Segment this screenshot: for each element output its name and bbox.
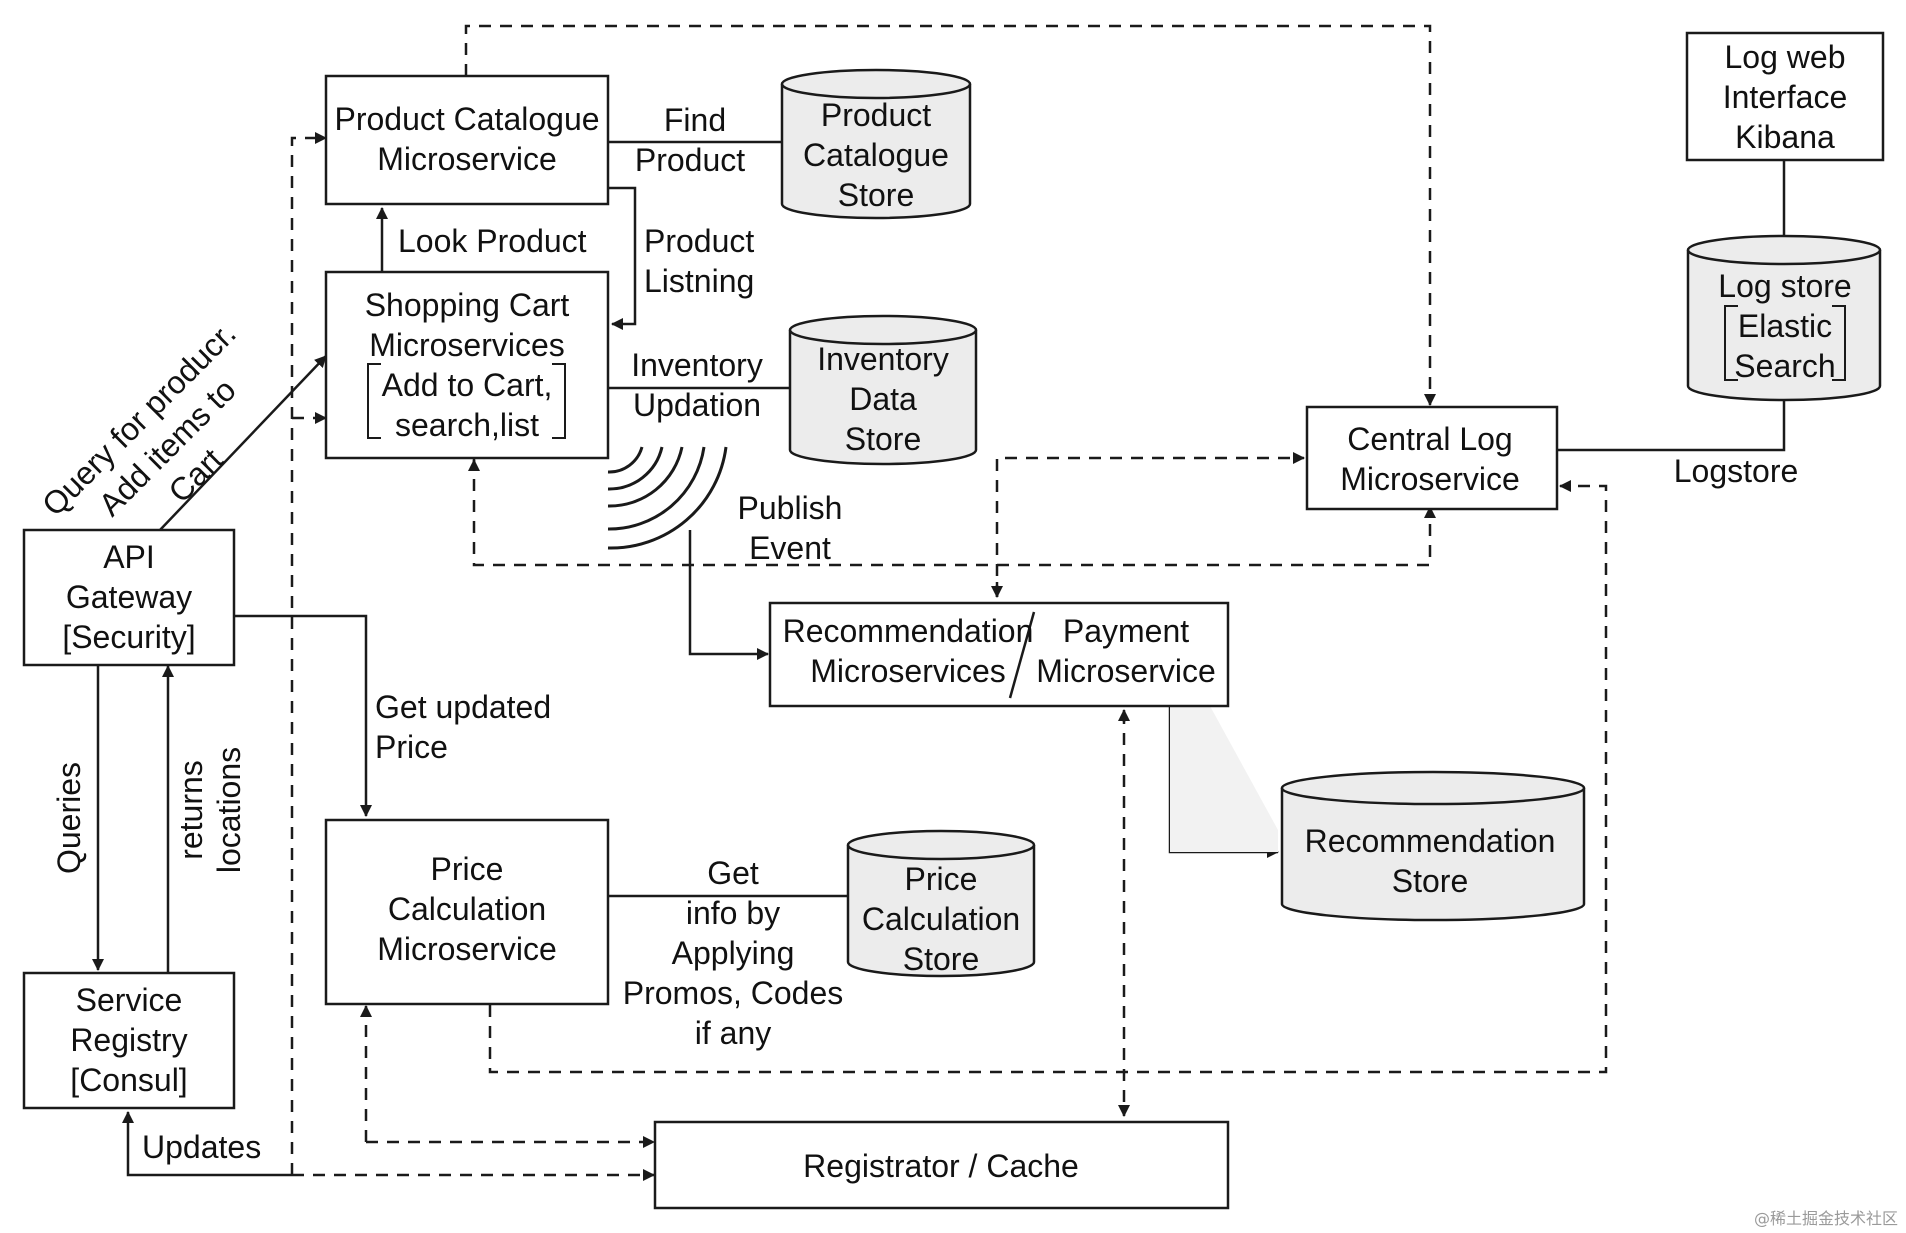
find-product-label-2: Product bbox=[635, 142, 745, 178]
product-store-line3: Store bbox=[838, 177, 914, 213]
get-info-label-4: Promos, Codes bbox=[623, 975, 844, 1011]
price-calculation-microservice: Price Calculation Microservice bbox=[324, 818, 610, 1006]
inventory-store-line3: Store bbox=[845, 421, 921, 457]
shopping-cart-ms-line2: Microservices bbox=[369, 327, 565, 363]
cart-ops-bracket-right bbox=[552, 363, 566, 439]
central-log-line1: Central Log bbox=[1347, 421, 1512, 457]
cart-ops-line2: search,list bbox=[395, 407, 539, 443]
inventory-store-line2: Data bbox=[849, 381, 917, 417]
get-info-label-3: Applying bbox=[672, 935, 795, 971]
api-gateway-line2: Gateway bbox=[66, 579, 192, 615]
queries-label: Queries bbox=[51, 762, 87, 874]
get-updated-price-label-1: Get updated bbox=[375, 689, 551, 725]
payment-ms-line2: Microservice bbox=[1036, 653, 1216, 689]
updates-arrow bbox=[122, 1111, 292, 1177]
price-calc-ms-line1: Price bbox=[431, 851, 504, 887]
watermark: @稀土掘金技术社区 bbox=[1754, 1209, 1898, 1228]
price-store-line3: Store bbox=[903, 941, 979, 977]
cart-ops-bracket-left bbox=[367, 363, 381, 439]
api-gateway-line3: [Security] bbox=[62, 619, 195, 655]
catalogue-to-log-dashed bbox=[464, 24, 1436, 406]
service-registry: Service Registry [Consul] bbox=[22, 971, 236, 1110]
central-log-microservice: Central Log Microservice bbox=[1305, 405, 1559, 511]
price-calc-ms-line2: Calculation bbox=[388, 891, 546, 927]
find-product-label-1: Find bbox=[664, 102, 726, 138]
kibana-line3: Kibana bbox=[1735, 119, 1835, 155]
recommendation-payment-divider bbox=[1008, 611, 1036, 699]
product-listing-label-1: Product bbox=[644, 223, 754, 259]
cart-ops-line1: Add to Cart, bbox=[382, 367, 553, 403]
elastic-line2: Search bbox=[1734, 348, 1835, 384]
api-to-cart-arrow bbox=[159, 355, 327, 531]
api-gateway-line1: API bbox=[103, 539, 155, 575]
get-updated-price-label-2: Price bbox=[375, 729, 448, 765]
kibana-line2: Interface bbox=[1723, 79, 1848, 115]
service-registry-line3: [Consul] bbox=[70, 1062, 187, 1098]
log-store-label: Log store bbox=[1718, 268, 1851, 304]
recommendation-payment-microservices: Recommendation Microservices Payment Mic… bbox=[768, 601, 1230, 708]
service-registry-line1: Service bbox=[76, 982, 183, 1018]
kibana-line1: Log web bbox=[1725, 39, 1846, 75]
log-web-interface-kibana: Log web Interface Kibana bbox=[1685, 31, 1885, 162]
registrator-trunk-dashed bbox=[290, 132, 327, 1175]
get-updated-price-arrow bbox=[234, 614, 372, 817]
look-product-label: Look Product bbox=[398, 223, 587, 259]
product-catalogue-ms-line2: Microservice bbox=[377, 141, 557, 177]
publish-event-label-1: Publish bbox=[738, 490, 843, 526]
publish-event-icon bbox=[607, 446, 728, 550]
service-registry-line2: Registry bbox=[70, 1022, 187, 1058]
inventory-store-line1: Inventory bbox=[817, 341, 949, 377]
updates-label: Updates bbox=[142, 1129, 261, 1165]
elastic-bracket-right bbox=[1832, 305, 1846, 381]
product-catalogue-microservice: Product Catalogue Microservice bbox=[324, 74, 610, 206]
inventory-updation-label-2: Updation bbox=[633, 387, 761, 423]
returns-locations-label-1: returns bbox=[173, 760, 209, 860]
shopping-cart-ms-line1: Shopping Cart bbox=[365, 287, 570, 323]
recommendation-ms-line2: Microservices bbox=[810, 653, 1006, 689]
product-store-line1: Product bbox=[821, 97, 931, 133]
elastic-bracket-left bbox=[1724, 305, 1738, 381]
payment-ms-line1: Payment bbox=[1063, 613, 1189, 649]
shopping-cart-microservices: Shopping Cart Microservices Add to Cart,… bbox=[324, 270, 610, 460]
product-listing-arrow bbox=[608, 186, 637, 330]
recommendation-log-dashed bbox=[995, 452, 1305, 597]
price-calculation-store: Price Calculation Store bbox=[846, 829, 1036, 978]
inventory-data-store: Inventory Data Store bbox=[788, 314, 978, 466]
publish-event-arrow bbox=[688, 530, 769, 660]
recommendation-store: Recommendation Store bbox=[1280, 770, 1586, 922]
price-calc-ms-line3: Microservice bbox=[377, 931, 557, 967]
recommendation-shadow bbox=[1170, 706, 1278, 852]
product-listing-label-2: Listning bbox=[644, 263, 754, 299]
connectors bbox=[92, 24, 1786, 1181]
inventory-updation-label-1: Inventory bbox=[631, 347, 763, 383]
product-catalogue-ms-line1: Product Catalogue bbox=[334, 101, 599, 137]
product-catalogue-store: Product Catalogue Store bbox=[780, 68, 972, 220]
product-store-line2: Catalogue bbox=[803, 137, 949, 173]
get-info-label-5: if any bbox=[695, 1015, 771, 1051]
get-info-label-2: info by bbox=[686, 895, 780, 931]
registrator-cache-label: Registrator / Cache bbox=[803, 1148, 1079, 1184]
recommendation-store-line2: Store bbox=[1392, 863, 1468, 899]
log-store-elastic-search: Log store Elastic Search bbox=[1686, 234, 1882, 402]
price-store-line2: Calculation bbox=[862, 901, 1020, 937]
price-store-line1: Price bbox=[905, 861, 978, 897]
logstore-connector bbox=[1555, 392, 1786, 452]
logstore-label: Logstore bbox=[1674, 453, 1799, 489]
price-log-dashed bbox=[488, 480, 1608, 1074]
api-gateway: API Gateway [Security] bbox=[22, 528, 236, 667]
cart-log-dashed bbox=[472, 458, 1436, 567]
recommendation-ms-line1: Recommendation bbox=[783, 613, 1034, 649]
returns-locations-label-2: locations bbox=[211, 747, 247, 873]
recommendation-store-line1: Recommendation bbox=[1305, 823, 1556, 859]
publish-event-label-2: Event bbox=[749, 530, 831, 566]
get-info-label-1: Get bbox=[707, 855, 759, 891]
registrator-cache: Registrator / Cache bbox=[653, 1120, 1230, 1210]
central-log-line2: Microservice bbox=[1340, 461, 1520, 497]
elastic-line1: Elastic bbox=[1738, 308, 1832, 344]
